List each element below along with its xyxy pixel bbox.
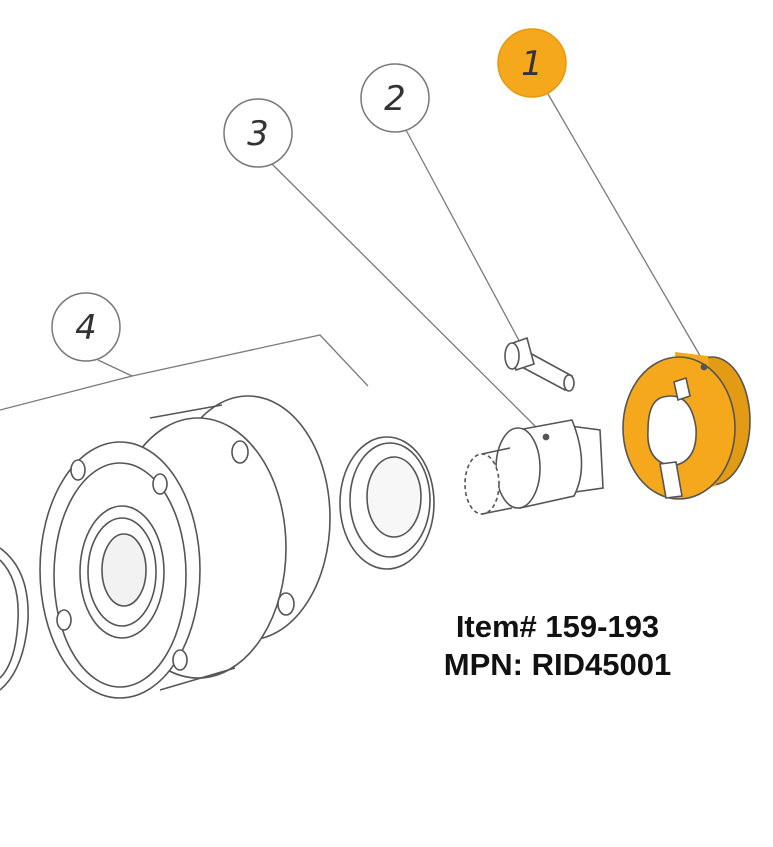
bolt-hole-back-1 [231,440,249,464]
pin-tip [563,374,575,392]
bolt-hole-front-1 [70,459,86,481]
item-number-text: Item# 159-193 [455,609,660,644]
item-info-block: Item# 159-193 MPN: RID45001 [380,608,735,684]
leader-lines [0,93,707,437]
callout-4[interactable]: 4 [51,292,121,362]
housing-hub-ring [87,517,157,627]
snap-ring-inner [0,559,19,679]
leader-line-1 [547,93,707,367]
snap-ring[interactable] [0,547,29,691]
callout-1-circle [497,28,567,98]
pin-head-face [504,342,520,370]
callout-2-label: 2 [384,79,406,119]
coupler-face [495,427,541,509]
part-4-housing[interactable] [39,395,331,699]
housing-body-side [149,404,236,691]
callout-3-circle [223,98,293,168]
housing-bore [101,533,147,607]
callout-2[interactable]: 2 [360,63,430,133]
snap-ring-outer [0,547,29,691]
callout-3-label: 3 [247,114,269,154]
part-1-shaft-collar[interactable] [622,352,751,500]
callout-4-label: 4 [75,308,97,348]
callout-1-label: 1 [521,44,543,84]
collar-split-slot [659,461,683,499]
collar-keyway [673,376,691,402]
part-2-pin[interactable] [504,336,575,392]
collar-screw-hole [700,363,708,371]
leader-line-2 [405,129,524,349]
leader-line-4 [0,359,134,411]
callout-4-circle [51,292,121,362]
callout-3[interactable]: 3 [223,98,293,168]
bolt-hole-front-3 [172,649,188,671]
callout-1[interactable]: 1 [497,28,567,98]
seal-mid [349,442,431,558]
shaft-seal[interactable] [339,436,435,570]
bolt-hole-back-2 [277,592,295,616]
mpn-text: MPN: RID45001 [443,647,672,682]
coupler-gear [464,453,500,515]
bracket-line-4 [131,334,369,387]
collar-bore [647,395,697,467]
callout-2-circle [360,63,430,133]
coupler-set-screw-hole [542,433,550,441]
seal-inner [366,456,422,538]
coupler-gear-body [481,447,513,515]
bolt-hole-front-4 [56,609,72,631]
bolt-hole-front-2 [152,473,168,495]
housing-front-flange-inner [53,462,187,688]
leader-line-3 [267,159,546,437]
part-3-coupler[interactable] [464,419,604,515]
